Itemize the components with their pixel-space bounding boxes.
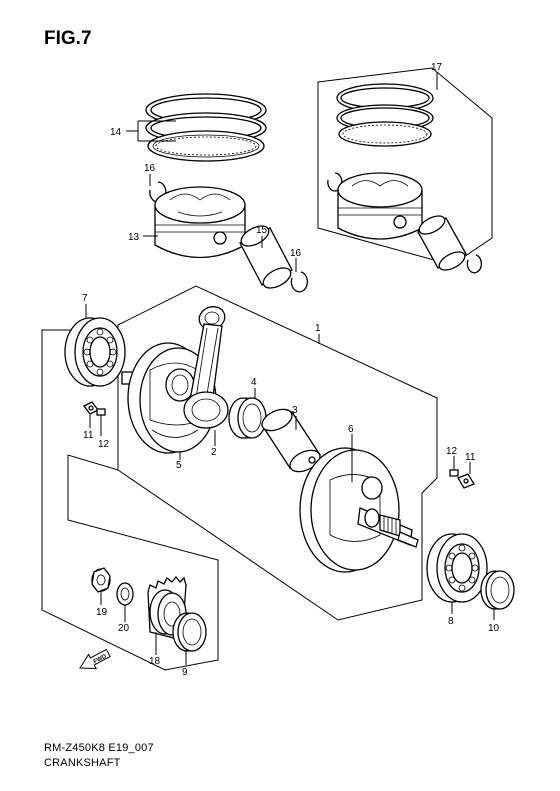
- callout-7: 7: [82, 293, 88, 304]
- callout-19: 19: [96, 607, 108, 618]
- callout-17: 17: [431, 62, 443, 73]
- callout-8: 8: [448, 616, 454, 627]
- washer-bolt-left: [83, 401, 106, 420]
- callout-15: 15: [256, 225, 268, 236]
- callout-5: 5: [176, 460, 182, 471]
- callout-2: 2: [211, 447, 217, 458]
- crank-bearing-right: [426, 533, 488, 603]
- figure-title: FIG.7: [44, 28, 92, 49]
- left-side-box: [41, 329, 219, 671]
- figure-code: RM-Z450K8 E19_007: [44, 742, 154, 754]
- callout-9: 9: [182, 667, 188, 678]
- crank-bearing-left: [64, 317, 126, 387]
- callout-13: 13: [128, 232, 140, 243]
- piston-pin-clip-lower: [290, 271, 309, 293]
- callout-1: 1: [315, 323, 321, 334]
- oil-seal-left: [172, 612, 207, 652]
- callout-18: 18: [149, 656, 161, 667]
- needle-bearing: [228, 397, 267, 439]
- callout-12-left: 12: [98, 439, 110, 450]
- callout-4: 4: [251, 377, 257, 388]
- callout-14: 14: [110, 127, 122, 138]
- callout-6: 6: [348, 424, 354, 435]
- washer: [116, 582, 134, 606]
- leader-lines: [85, 72, 495, 665]
- connecting-rod: [183, 306, 229, 429]
- crank-flywheel-right: [299, 447, 419, 573]
- piston: [154, 186, 246, 259]
- forward-direction-arrow: FWD: [79, 648, 111, 670]
- crank-pin: [261, 408, 321, 473]
- nut: [91, 567, 111, 593]
- callout-12-right: 12: [446, 446, 458, 457]
- piston-set-box-17: [317, 67, 493, 266]
- callout-10: 10: [488, 623, 500, 634]
- piston-set: [327, 83, 483, 274]
- callout-16-lower: 16: [290, 248, 302, 259]
- callout-11-right: 11: [465, 452, 476, 463]
- crankshaft-assembly-box-1: [117, 285, 438, 621]
- piston-ring-set: [145, 93, 267, 162]
- piston-pin: [239, 225, 293, 289]
- figure-name: CRANKSHAFT: [44, 757, 121, 769]
- washer-bolt-right: [449, 465, 475, 489]
- callout-3: 3: [292, 405, 298, 416]
- callout-11-left: 11: [83, 430, 94, 441]
- oil-seal-right: [480, 570, 515, 610]
- callout-20: 20: [118, 623, 130, 634]
- callout-16-upper: 16: [144, 163, 156, 174]
